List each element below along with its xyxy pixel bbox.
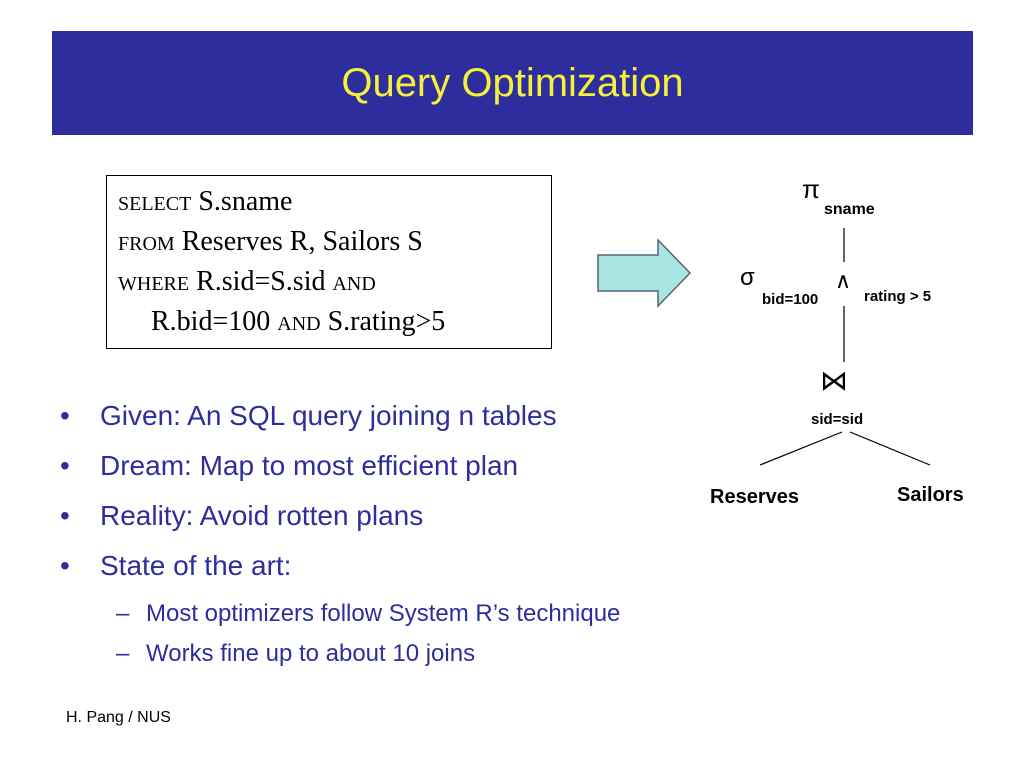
sql-keyword-and: AND	[332, 273, 376, 295]
query-plan-tree: π sname σ bid=100 ∧ rating > 5 ⋈ sid=sid…	[700, 170, 1000, 530]
bullet-marker: •	[60, 400, 70, 431]
bullet-item: • Given: An SQL query joining n tables	[60, 400, 720, 450]
and-symbol: ∧	[835, 268, 852, 293]
bullet-item: • Reality: Avoid rotten plans	[60, 500, 720, 550]
selection-symbol: σ	[740, 264, 755, 291]
sql-where-clause: R.sid=S.sid	[196, 266, 326, 297]
bullet-marker: •	[60, 550, 70, 581]
bullet-item: • State of the art:	[60, 550, 720, 600]
footer-credit: H. Pang / NUS	[66, 709, 171, 726]
sql-where-line: WHERE R.sid=S.sid AND	[118, 266, 376, 298]
sub-bullet-marker: –	[116, 640, 130, 667]
sql-keyword-where: WHERE	[118, 273, 190, 295]
title-bar: Query Optimization	[52, 31, 973, 135]
projection-attribute: sname	[824, 201, 875, 218]
selection-condition-rating: rating > 5	[864, 288, 932, 305]
sql-condition-line: R.bid=100 AND S.rating>5	[151, 306, 445, 338]
bullet-text: Given: An SQL query joining n tables	[100, 400, 557, 431]
bullet-text: Reality: Avoid rotten plans	[100, 500, 424, 531]
bullet-marker: •	[60, 500, 70, 531]
bullet-text: Dream: Map to most efficient plan	[100, 450, 519, 481]
projection-symbol: π	[802, 174, 820, 204]
arrow-right-icon	[597, 238, 692, 308]
sub-bullet-marker: –	[116, 600, 130, 627]
selection-condition-bid: bid=100	[762, 291, 819, 308]
sub-bullet-text: Most optimizers follow System R’s techni…	[146, 600, 621, 627]
sql-keyword-select: SELECT	[118, 193, 192, 215]
tree-edges	[759, 228, 931, 466]
sql-keyword-from: FROM	[118, 233, 175, 255]
sql-query-box: SELECT S.sname FROM Reserves R, Sailors …	[106, 175, 552, 349]
bullet-list: • Given: An SQL query joining n tables •…	[60, 400, 720, 680]
sql-condition-rating: S.rating>5	[327, 306, 446, 337]
sql-condition-bid: R.bid=100	[151, 306, 271, 337]
sql-select-clause: S.sname	[198, 186, 293, 217]
page-title: Query Optimization	[341, 60, 684, 105]
sub-bullet-item: – Works fine up to about 10 joins	[60, 640, 720, 680]
bullet-text: State of the art:	[100, 550, 292, 581]
sql-select-line: SELECT S.sname	[118, 186, 292, 218]
bullet-item: • Dream: Map to most efficient plan	[60, 450, 720, 500]
sub-bullet-item: – Most optimizers follow System R’s tech…	[60, 600, 720, 640]
leaf-sailors: Sailors	[897, 484, 964, 506]
leaf-reserves: Reserves	[710, 486, 799, 508]
join-symbol: ⋈	[820, 365, 848, 396]
bullet-marker: •	[60, 450, 70, 481]
join-condition: sid=sid	[811, 411, 864, 428]
sql-from-line: FROM Reserves R, Sailors S	[118, 226, 423, 258]
sql-keyword-and-2: AND	[277, 313, 321, 335]
sql-from-clause: Reserves R, Sailors S	[181, 226, 423, 257]
sub-bullet-text: Works fine up to about 10 joins	[146, 640, 476, 667]
